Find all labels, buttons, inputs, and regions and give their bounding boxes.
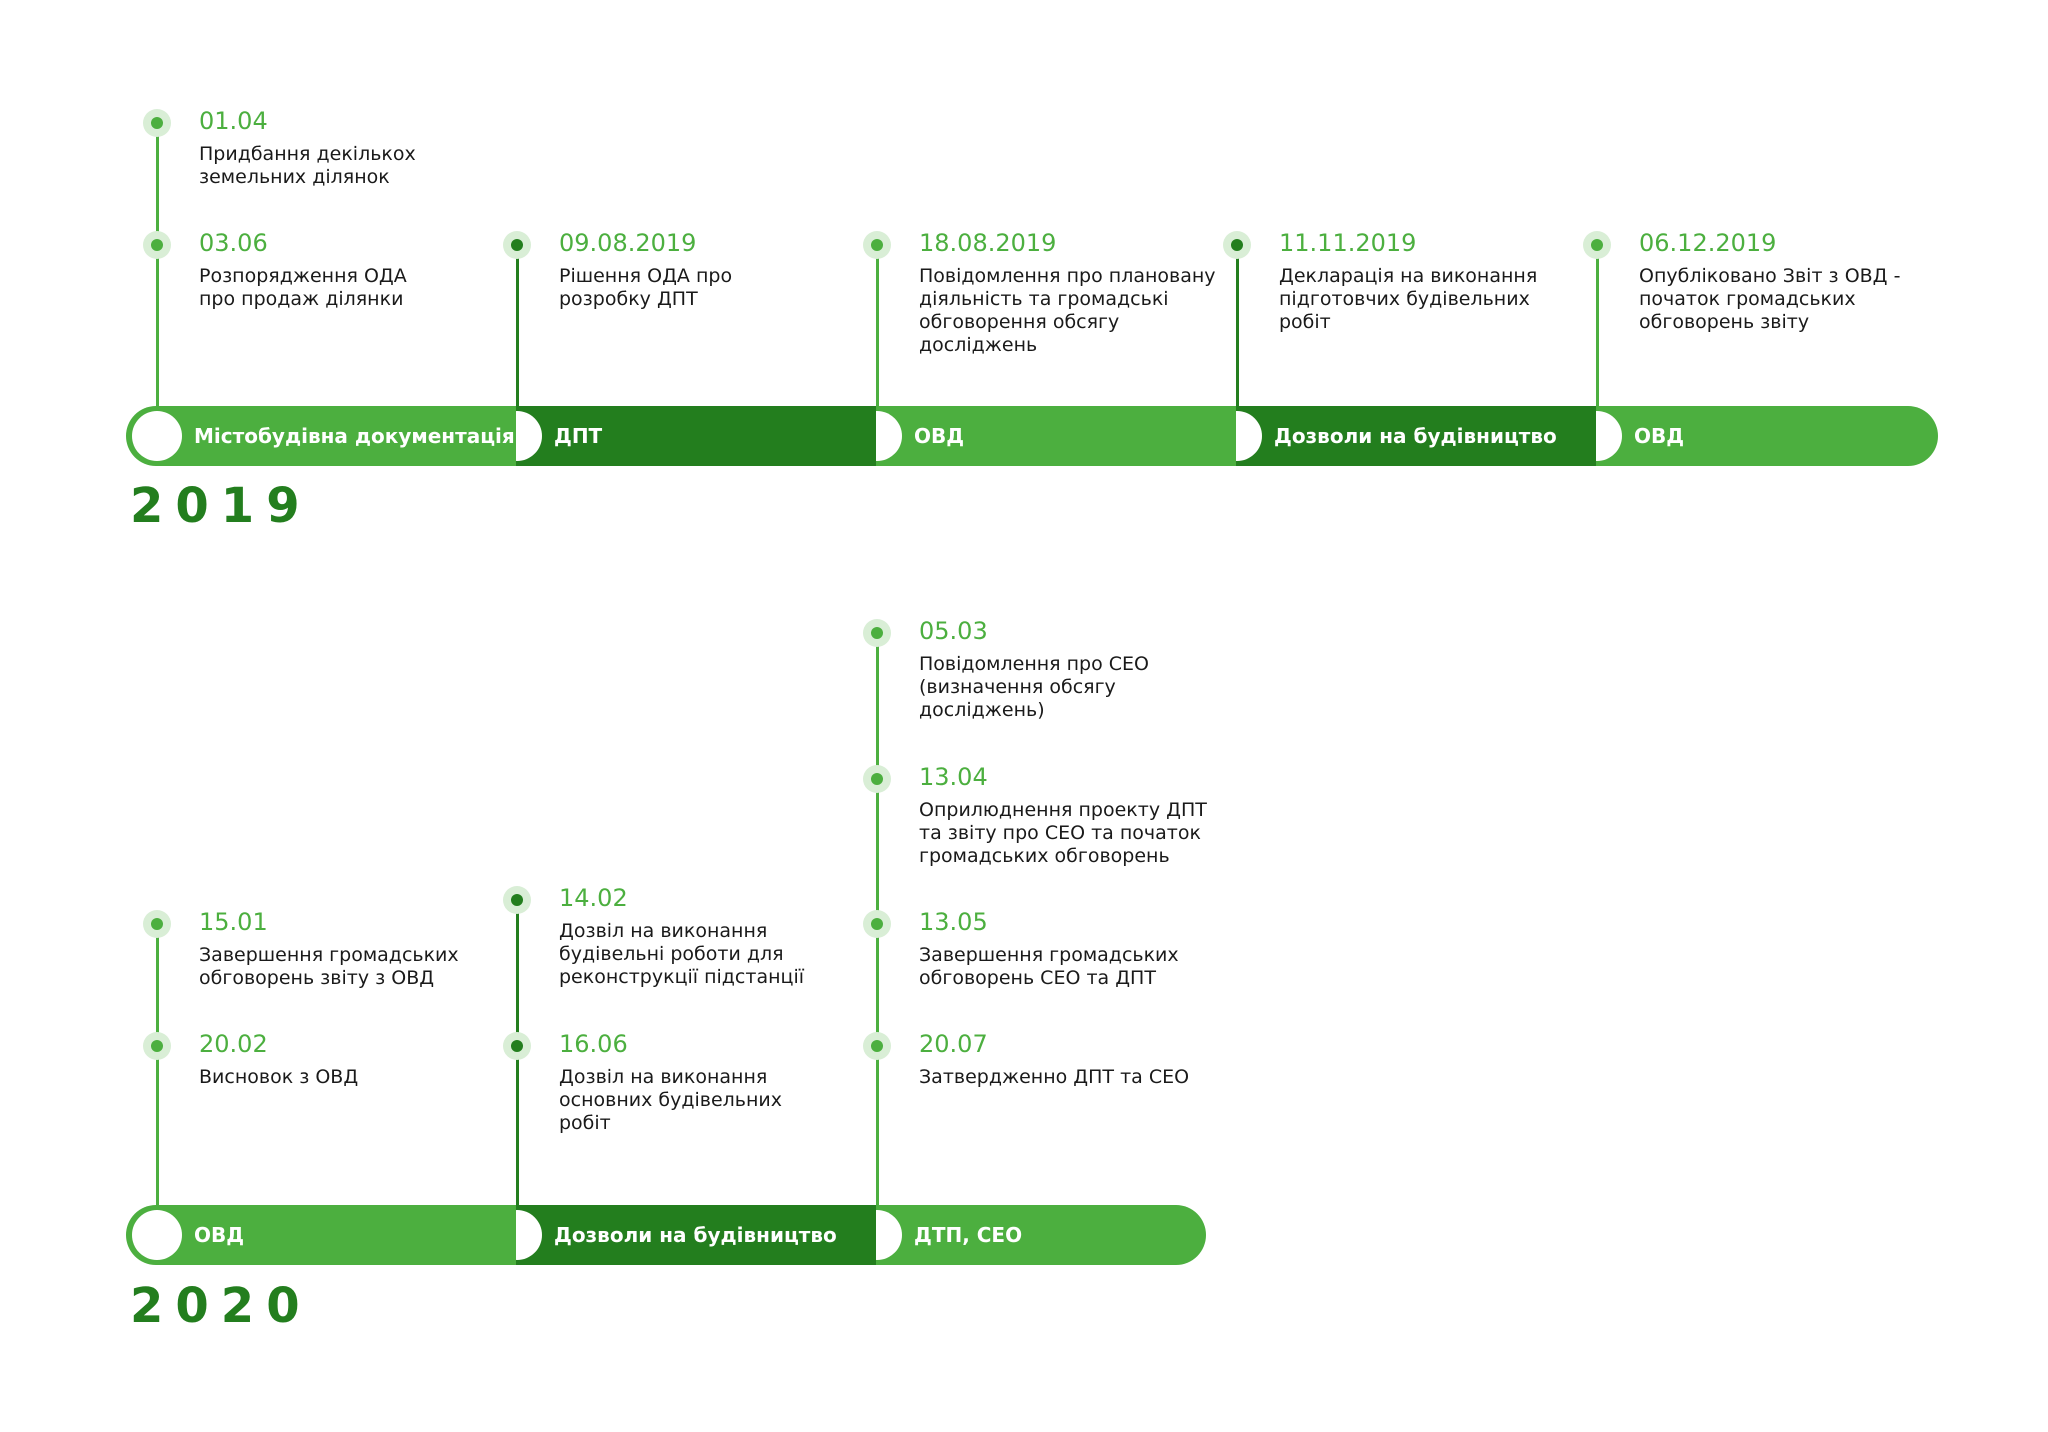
event-stem [1235, 245, 1239, 416]
event-dot-core [151, 918, 163, 930]
year-label: 2020 [130, 1278, 312, 1334]
event-dot-core [871, 1040, 883, 1052]
phase-segment[interactable]: ОВД [126, 1205, 516, 1265]
year-label: 2019 [130, 478, 312, 534]
event-description: Опубліковано Звіт з ОВД - початок громад… [1639, 265, 1901, 333]
event-date: 15.01 [199, 908, 268, 936]
phase-segment[interactable]: Дозволи на будівництво [1206, 406, 1596, 466]
event-description: Затвердженно ДПТ та СЕО [919, 1066, 1190, 1088]
phase-label: ОВД [194, 1223, 245, 1247]
event-description: Дозвіл на виконання основних будівельних… [559, 1066, 782, 1134]
phase-marker-circle [132, 1210, 182, 1260]
event-description: Придбання декількох земельних ділянок [199, 143, 416, 188]
event-description: Розпорядження ОДА про продаж ділянки [199, 265, 407, 310]
event-dot [863, 619, 891, 647]
event-dot [143, 910, 171, 938]
event-date: 05.03 [919, 617, 988, 645]
event-description: Завершення громадських обговорень СЕО та… [919, 944, 1179, 989]
event-dot-core [511, 1040, 523, 1052]
phase-segment[interactable]: ОВД [846, 406, 1236, 466]
event-dot-core [511, 894, 523, 906]
event-stem [155, 924, 159, 1215]
event-date: 20.07 [919, 1030, 988, 1058]
event-date: 01.04 [199, 107, 268, 135]
phase-segment[interactable]: Дозволи на будівництво [486, 1205, 876, 1265]
phase-label: ОВД [914, 424, 965, 448]
event-dot [503, 231, 531, 259]
event-description: Рішення ОДА про розробку ДПТ [559, 265, 733, 310]
event-dot-core [871, 239, 883, 251]
event-date: 14.02 [559, 884, 628, 912]
event-dot [503, 1032, 531, 1060]
phase-label: Дозволи на будівництво [554, 1223, 837, 1247]
event-date: 16.06 [559, 1030, 628, 1058]
phase-segment[interactable]: ОВД [1566, 406, 1938, 466]
event-dot-core [871, 773, 883, 785]
event-dot [1223, 231, 1251, 259]
event-date: 03.06 [199, 229, 268, 257]
event-date: 11.11.2019 [1279, 229, 1417, 257]
phase-segment[interactable]: ДТП, СЕО [846, 1205, 1206, 1265]
event-description: Висновок з ОВД [199, 1066, 359, 1088]
phase-marker-circle [132, 411, 182, 461]
event-dot [863, 765, 891, 793]
event-description: Повідомлення про плановану діяльність та… [919, 265, 1216, 356]
event-dot-core [151, 239, 163, 251]
phase-label: ДПТ [554, 424, 603, 448]
phase-label: Містобудівна документація [194, 424, 515, 448]
timeline-bar-2020: ОВД Дозволи на будівництво ДТП, СЕО [126, 1205, 1206, 1265]
phase-label: ОВД [1634, 424, 1685, 448]
event-dot-core [871, 627, 883, 639]
event-dot [503, 886, 531, 914]
event-dot-core [151, 1040, 163, 1052]
event-date: 13.04 [919, 763, 988, 791]
event-description: Оприлюднення проекту ДПТ та звіту про СЕ… [919, 799, 1207, 867]
event-dot [143, 231, 171, 259]
event-date: 09.08.2019 [559, 229, 697, 257]
event-dot-core [1231, 239, 1243, 251]
event-dot-core [871, 918, 883, 930]
event-dot-core [151, 117, 163, 129]
event-dot-core [1591, 239, 1603, 251]
event-dot [143, 1032, 171, 1060]
event-dot [863, 1032, 891, 1060]
event-stem [515, 245, 519, 416]
phase-label: Дозволи на будівництво [1274, 424, 1557, 448]
event-dot [863, 910, 891, 938]
event-stem [1595, 245, 1599, 416]
event-dot [143, 109, 171, 137]
phase-label: ДТП, СЕО [914, 1223, 1023, 1247]
event-dot-core [511, 239, 523, 251]
event-date: 18.08.2019 [919, 229, 1057, 257]
phase-segment[interactable]: Містобудівна документація [126, 406, 516, 466]
event-description: Повідомлення про СЕО (визначення обсягу … [919, 653, 1150, 721]
event-date: 13.05 [919, 908, 988, 936]
event-dot [1583, 231, 1611, 259]
event-stem [875, 245, 879, 416]
event-date: 06.12.2019 [1639, 229, 1777, 257]
event-stem [155, 123, 159, 416]
phase-segment[interactable]: ДПТ [486, 406, 876, 466]
event-description: Дозвіл на виконання будівельні роботи дл… [559, 920, 805, 988]
timeline-bar-2019: Містобудівна документація ДПТ ОВД Дозволи н… [126, 406, 1938, 466]
event-description: Завершення громадських обговорень звіту … [199, 944, 459, 989]
event-dot [863, 231, 891, 259]
event-date: 20.02 [199, 1030, 268, 1058]
event-description: Декларація на виконання підготовчих буді… [1279, 265, 1538, 333]
